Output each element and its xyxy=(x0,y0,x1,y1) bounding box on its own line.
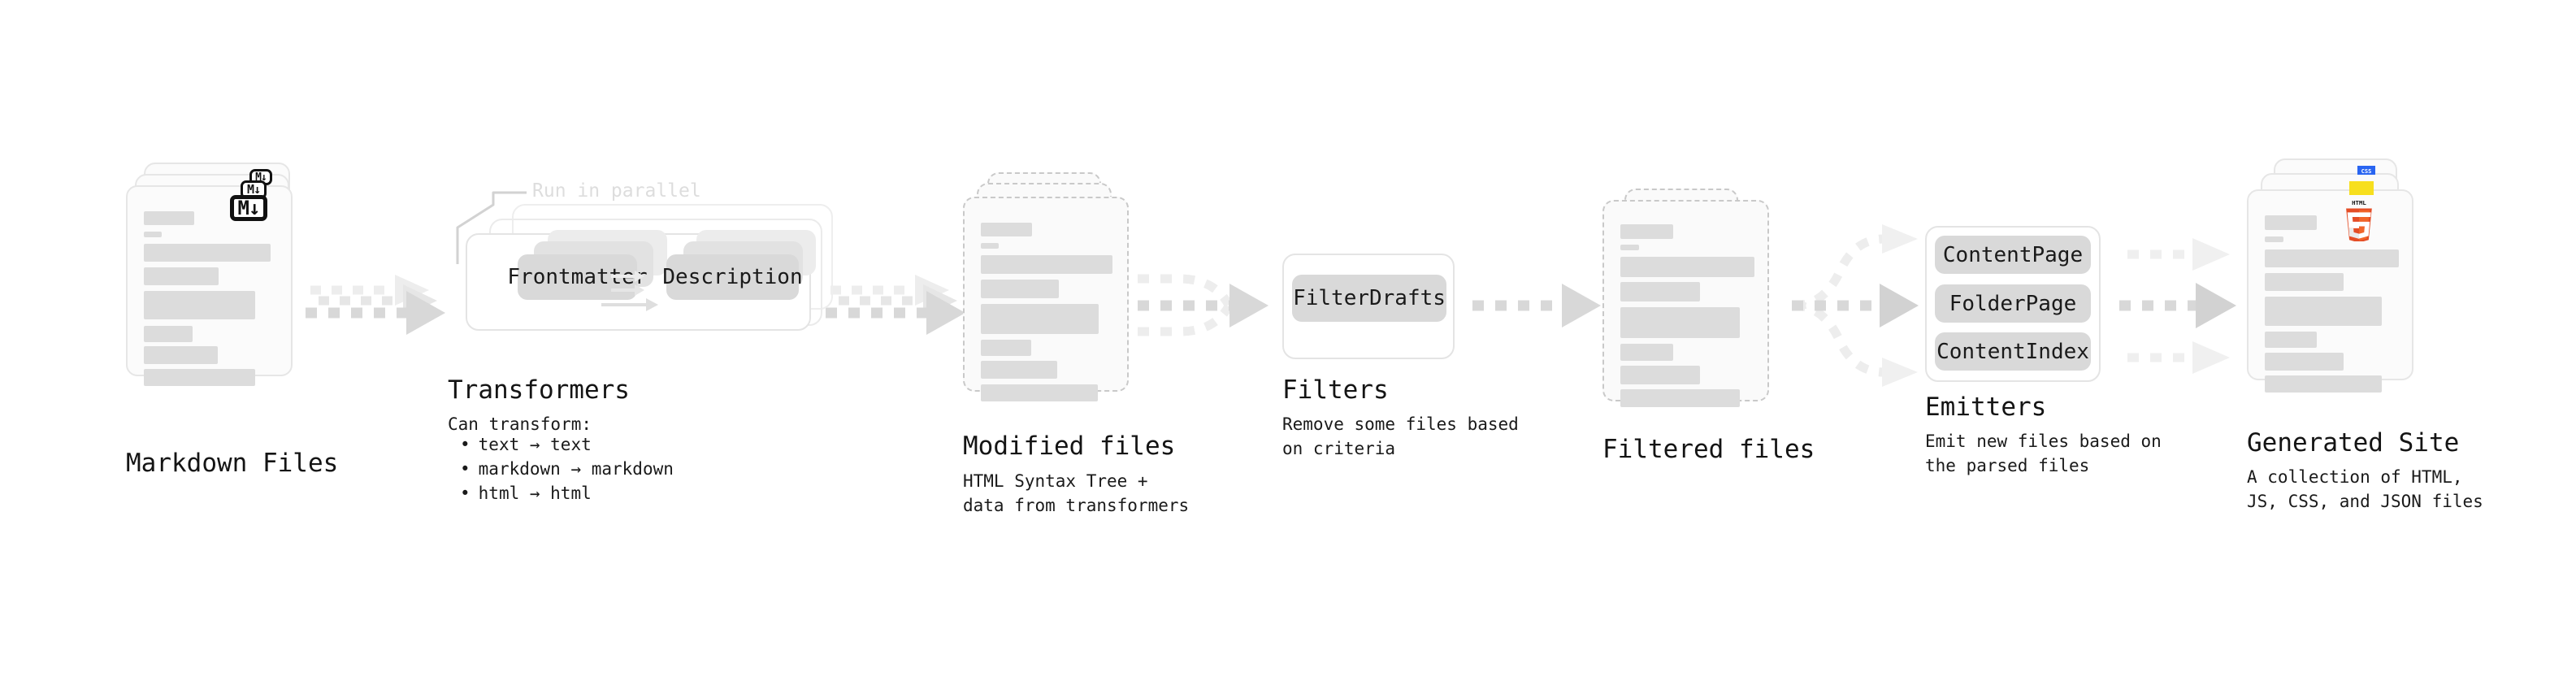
stage-title-transformers: Transformers xyxy=(448,375,630,405)
arrow-emitters-to-site xyxy=(2119,238,2236,374)
transform-bullet: text → text xyxy=(460,433,674,458)
doc-line xyxy=(981,243,999,249)
doc-line xyxy=(144,244,271,262)
doc-line xyxy=(981,384,1098,401)
contentpage-chip[interactable]: ContentPage xyxy=(1935,236,2091,274)
doc-line xyxy=(144,267,219,285)
stage-title-emitters: Emitters xyxy=(1925,393,2047,422)
transformers-bullets: text → text markdown → markdown html → h… xyxy=(460,433,674,505)
doc-line xyxy=(2265,297,2382,326)
filterdrafts-chip[interactable]: FilterDrafts xyxy=(1292,275,1446,322)
doc-line xyxy=(981,361,1057,379)
arrow-modified-to-filters xyxy=(1138,274,1268,336)
doc-line xyxy=(144,326,193,342)
doc-line xyxy=(1620,245,1639,250)
contentindex-chip[interactable]: ContentIndex xyxy=(1935,332,2091,371)
description-chip[interactable]: Description xyxy=(662,254,803,300)
css-icon: CSS xyxy=(2357,166,2375,175)
folderpage-chip[interactable]: FolderPage xyxy=(1935,284,2091,323)
doc-line xyxy=(2265,236,2283,242)
doc-line xyxy=(981,280,1059,298)
html5-icon: HTML xyxy=(2341,199,2377,245)
doc-line xyxy=(2265,332,2317,348)
doc-line xyxy=(1620,224,1673,239)
doc-line xyxy=(981,340,1031,356)
doc-line xyxy=(981,255,1112,274)
doc-line xyxy=(1620,307,1740,338)
emitters-subtitle: Emit new files based on the parsed files xyxy=(1925,432,2162,475)
modified-files-subtitle: HTML Syntax Tree + data from transformer… xyxy=(963,471,1190,515)
doc-line xyxy=(144,211,194,225)
doc-line xyxy=(2265,215,2317,230)
js-icon xyxy=(2349,181,2374,195)
stage-title-modified-files: Modified files xyxy=(963,432,1176,461)
generated-site-subtitle: A collection of HTML, JS, CSS, and JSON … xyxy=(2247,467,2483,511)
doc-line xyxy=(2265,273,2344,291)
doc-line xyxy=(1620,282,1700,301)
arrow-markdown-to-transformers xyxy=(306,275,445,335)
run-in-parallel-label: Run in parallel xyxy=(532,180,701,202)
doc-line xyxy=(1620,366,1700,384)
stage-title-markdown-files: Markdown Files xyxy=(126,449,339,478)
doc-line xyxy=(144,369,255,386)
markdown-icon: M↓ xyxy=(230,195,267,221)
doc-line xyxy=(2265,375,2382,393)
doc-line xyxy=(2265,353,2344,371)
arrow-filtered-to-emitters xyxy=(1792,224,1919,387)
stage-title-filters: Filters xyxy=(1282,375,1389,405)
doc-line xyxy=(981,223,1032,236)
transform-bullet: html → html xyxy=(460,482,674,506)
filtered-file-front xyxy=(1602,200,1769,407)
markdown-file-front xyxy=(126,185,293,386)
doc-line xyxy=(1620,257,1754,277)
markdown-icon-mid: M↓ xyxy=(241,180,267,199)
doc-line xyxy=(1620,344,1673,361)
frontmatter-chip[interactable]: Frontmatter xyxy=(507,254,648,300)
transform-bullet: markdown → markdown xyxy=(460,458,674,482)
stage-title-generated-site: Generated Site xyxy=(2247,428,2460,458)
transformers-subtitle: Can transform: xyxy=(448,414,592,434)
arrow-filters-to-filtered xyxy=(1472,284,1601,327)
doc-line xyxy=(144,346,218,364)
arrow-transformers-to-modified xyxy=(826,275,965,335)
doc-line xyxy=(2265,249,2399,267)
doc-line xyxy=(981,304,1099,334)
filters-subtitle: Remove some files based on criteria xyxy=(1282,414,1519,458)
doc-line xyxy=(144,232,162,237)
stage-title-filtered-files: Filtered files xyxy=(1602,435,1815,464)
modified-file-front xyxy=(963,197,1129,401)
doc-line xyxy=(1620,389,1740,407)
generated-file-html xyxy=(2247,189,2413,393)
svg-text:HTML: HTML xyxy=(2352,201,2366,206)
doc-line xyxy=(144,291,255,319)
